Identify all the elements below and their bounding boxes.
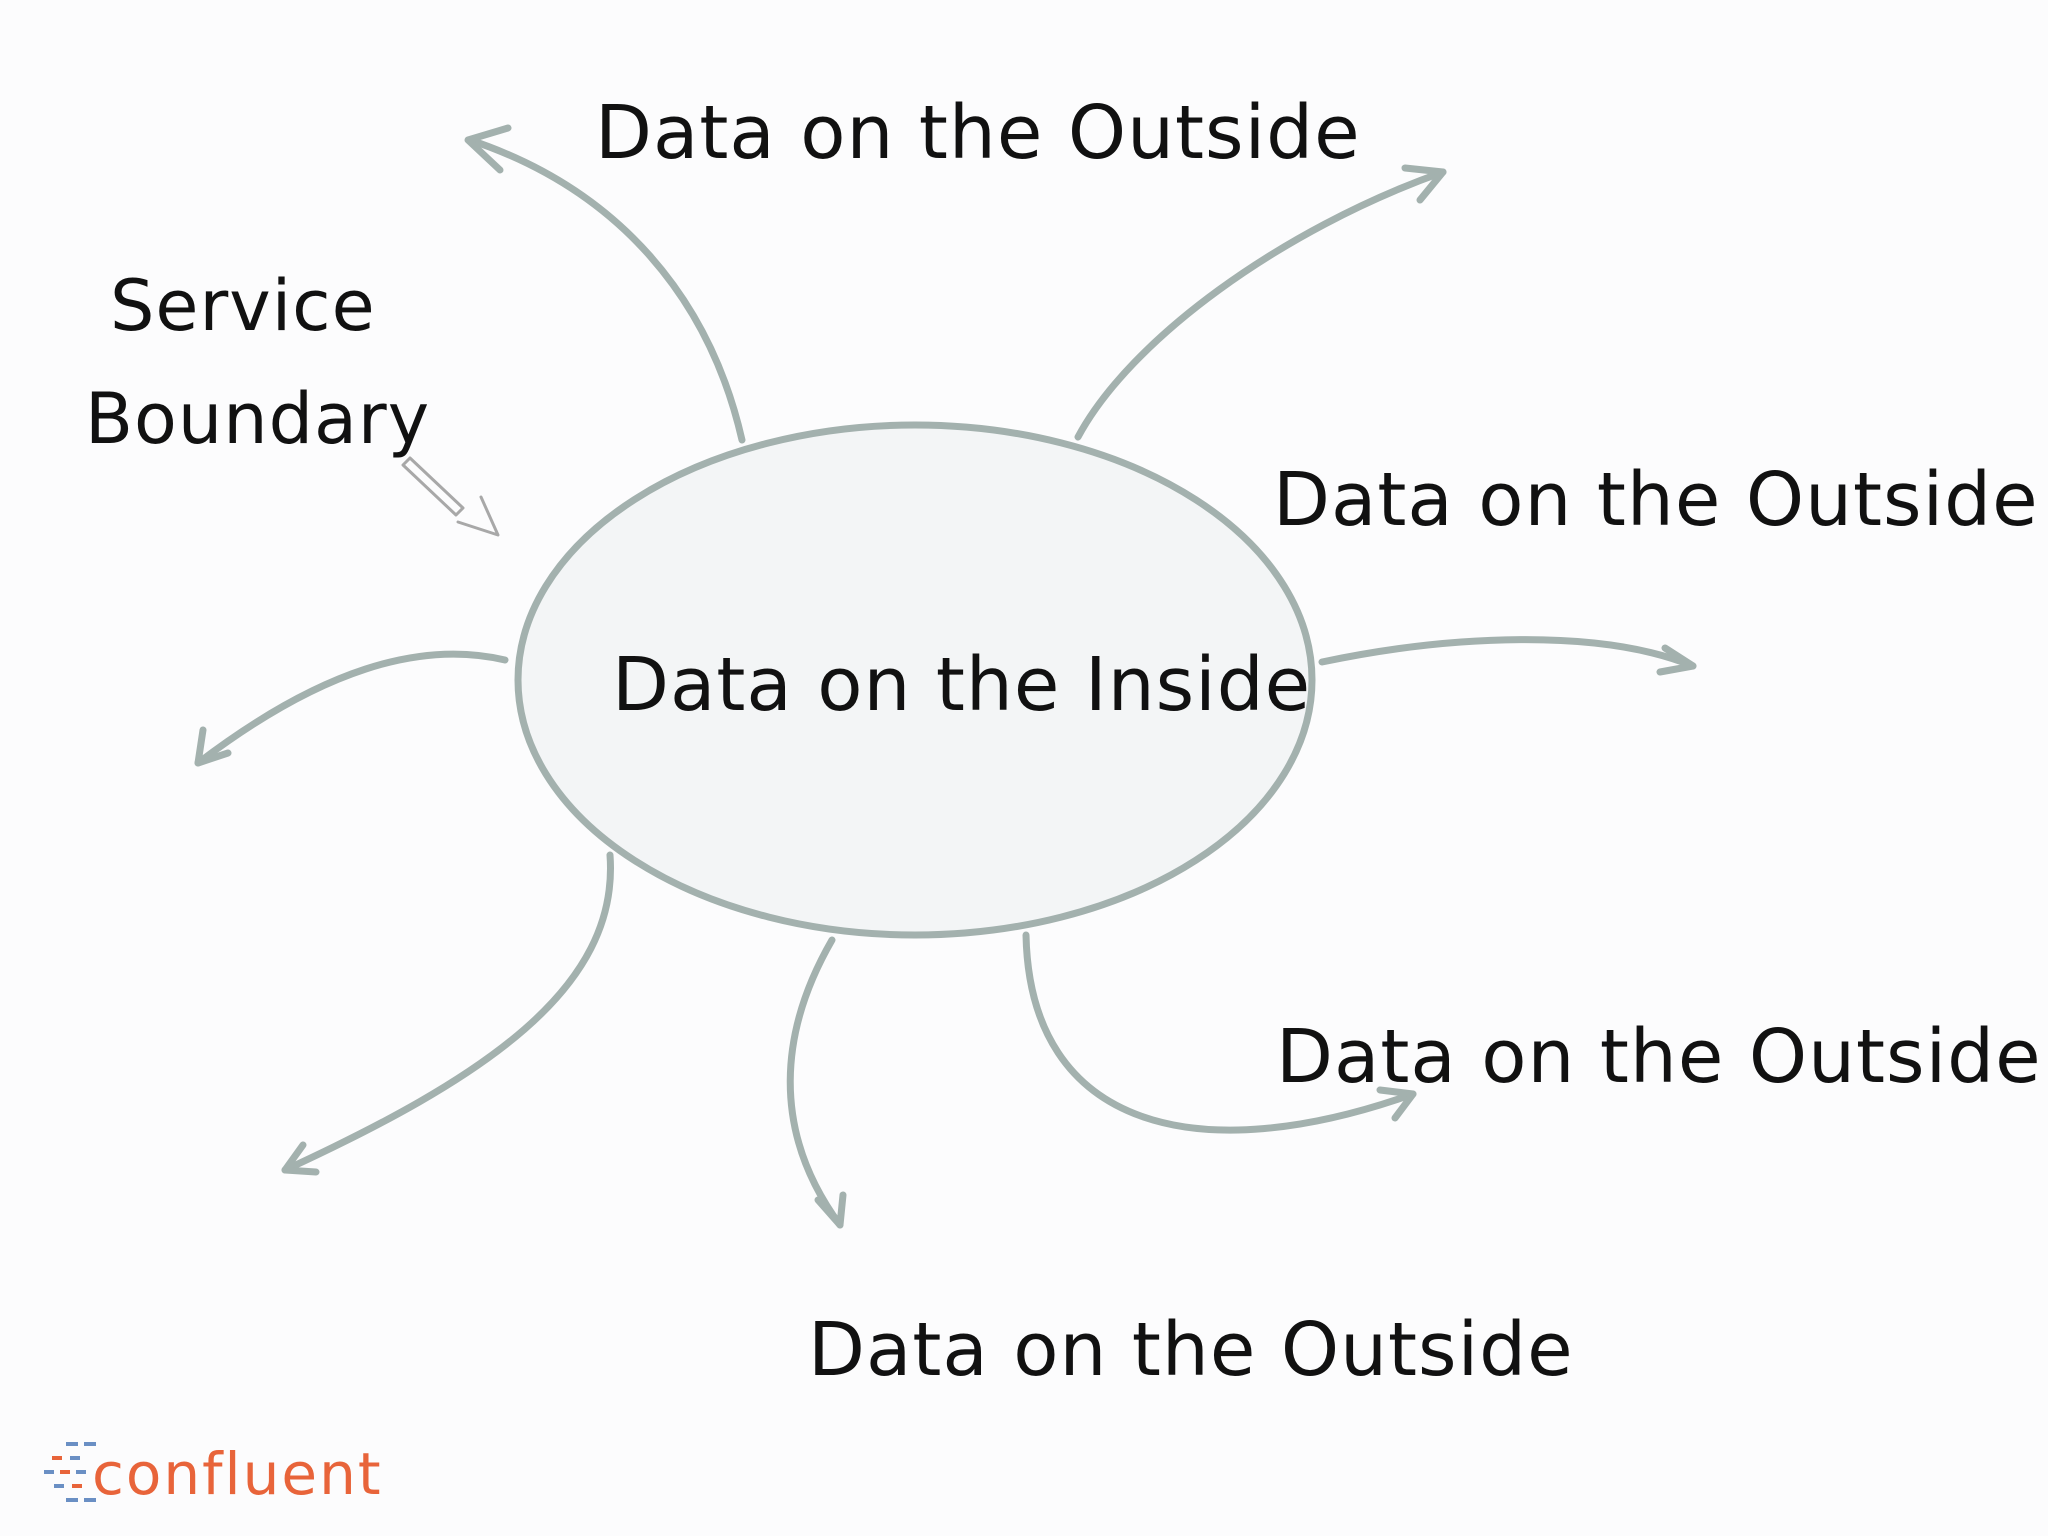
confluent-logo-text: confluent	[92, 1440, 383, 1508]
outgoing-arrows	[194, 124, 1697, 1229]
arrow-bottom-right	[1022, 931, 1417, 1134]
arrow-bottom-left	[281, 851, 614, 1176]
service-boundary-ellipse	[514, 421, 1316, 939]
center-label: Data on the Inside	[612, 642, 1311, 728]
confluent-logo: confluent	[44, 1440, 383, 1508]
outside-label-bottom: Data on the Outside	[808, 1307, 1574, 1393]
outside-label-bottom-right: Data on the Outside	[1276, 1014, 2042, 1100]
arrow-left	[194, 650, 509, 767]
arrow-top-left	[464, 124, 746, 444]
arrow-right	[1318, 636, 1697, 676]
service-boundary-label-line1: Service	[110, 265, 376, 347]
hollow-arrow-icon	[401, 456, 500, 537]
outside-label-right: Data on the Outside	[1273, 457, 2039, 543]
arrow-top-right	[1074, 164, 1447, 441]
confluent-logo-mark-icon	[44, 1442, 96, 1502]
service-boundary-label-line2: Boundary	[85, 378, 430, 460]
outside-label-top: Data on the Outside	[595, 90, 1361, 176]
arrow-bottom	[786, 936, 847, 1229]
